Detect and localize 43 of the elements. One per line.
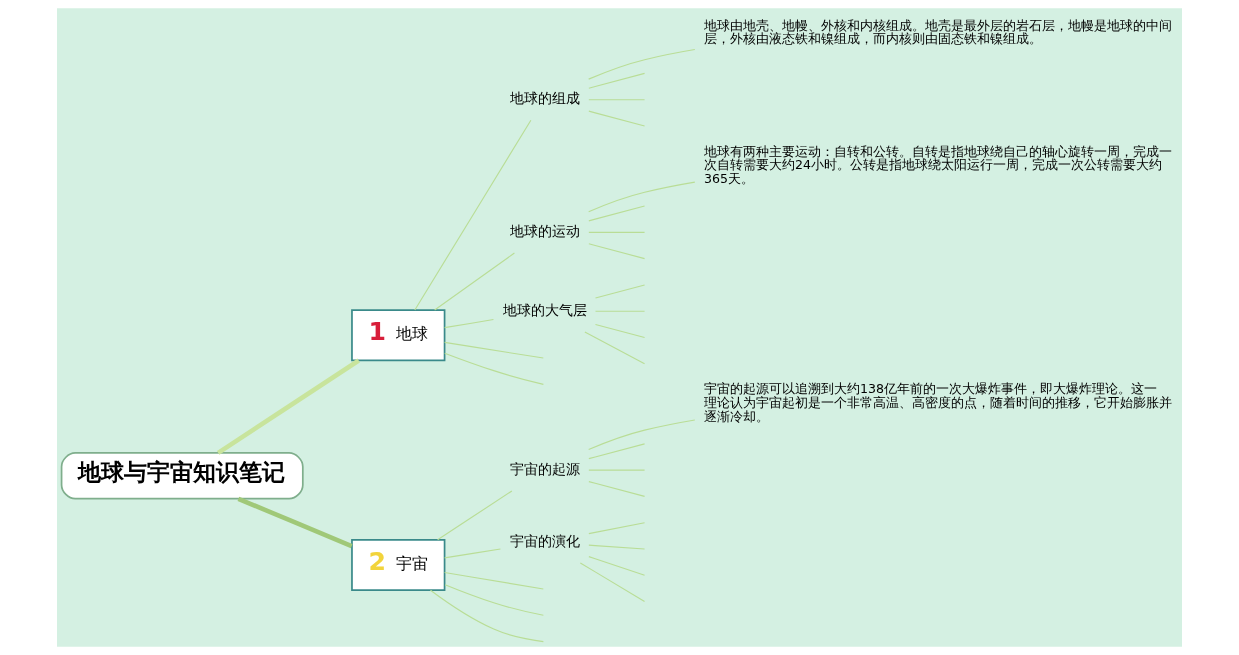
- connector: [414, 119, 532, 311]
- node-text: 宇宙的起源: [509, 460, 580, 477]
- connector: [588, 72, 646, 89]
- connector: [588, 481, 646, 497]
- node-text: 地球由地壳、地幔、外核和内核组成。地壳是最外层的岩石层，地幔是地球的中间层，外核由液态铁和镍组成，而内核则由固态铁和镍组成。: [704, 17, 1173, 47]
- node-text: 地球的运动: [509, 222, 580, 239]
- connector: [444, 548, 501, 559]
- connector: [588, 419, 696, 451]
- connector: [434, 252, 515, 311]
- connector: [588, 205, 646, 222]
- connector: [588, 48, 696, 80]
- connector: [437, 490, 513, 541]
- node-text: 宇宙的起源可以追溯到大约138亿年前的一次大爆炸事件，即大爆炸理论。这一理论认为宇宙起初是一个非常高温、高密度的点，随着时间的推移，它开始膨胀并逐渐冷却。: [704, 381, 1173, 424]
- connector: [444, 318, 494, 329]
- connector: [588, 443, 646, 460]
- node-box: 地球与宇宙知识笔记: [60, 452, 304, 500]
- node-box: 2 宇宙: [351, 539, 446, 592]
- connector: [588, 556, 646, 576]
- connector: [594, 310, 646, 312]
- connector: [588, 99, 646, 101]
- node-text: 地球的组成: [509, 90, 580, 107]
- connector: [444, 352, 544, 385]
- node-text: 宇宙的演化: [509, 532, 580, 549]
- connector: [237, 496, 353, 549]
- connector: [588, 544, 646, 550]
- connector: [444, 584, 544, 616]
- connector: [584, 331, 646, 365]
- connector: [579, 562, 646, 603]
- node-text: 地球的大气层: [502, 301, 587, 318]
- connector: [588, 231, 646, 233]
- connector: [429, 589, 544, 643]
- connector: [588, 243, 646, 260]
- connector: [588, 110, 646, 127]
- connector: [594, 323, 646, 339]
- connector: [444, 571, 544, 590]
- node-text: 地球有两种主要运动：自转和公转。自转是指地球绕自己的轴心旋转一周，完成一次自转需要大约24小时。公转是指地球绕太阳运行一周，完成一次公转需要大约365天。: [704, 143, 1173, 186]
- connector: [594, 284, 646, 299]
- connector: [216, 358, 360, 455]
- connector: [444, 341, 544, 359]
- connector: [588, 181, 696, 213]
- connector: [588, 522, 646, 535]
- connector: [588, 469, 646, 471]
- node-box: 1 地球: [351, 309, 446, 362]
